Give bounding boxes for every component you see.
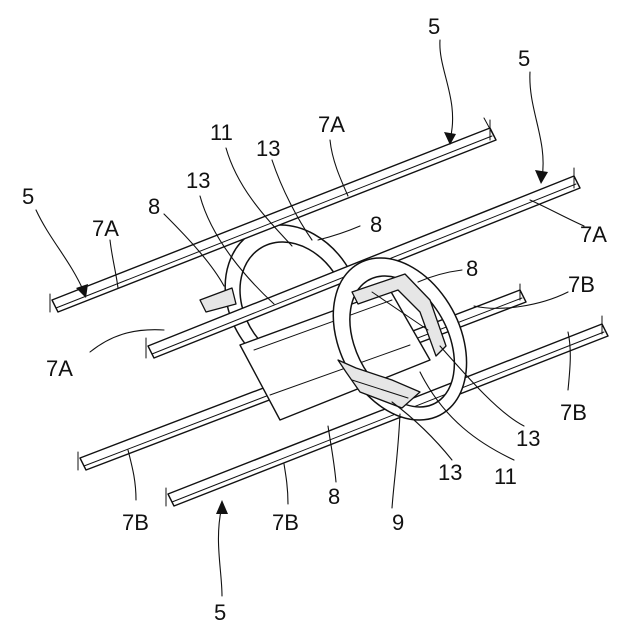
label-11-bottom: 11	[494, 464, 517, 489]
label-7b-left: 7B	[122, 510, 149, 535]
label-5-top-left: 5	[428, 14, 440, 39]
arrow-5-top-left	[440, 40, 456, 145]
label-5-top-right: 5	[518, 46, 530, 71]
label-9: 9	[392, 510, 404, 535]
label-13-bottom: 13	[438, 460, 462, 485]
label-5-bottom: 5	[214, 600, 226, 625]
label-13-right: 13	[516, 426, 540, 451]
label-7a-left: 7A	[92, 216, 119, 241]
arrow-5-bottom	[216, 500, 228, 596]
label-7a-right: 7A	[580, 222, 607, 247]
label-7b-bottom: 7B	[272, 510, 299, 535]
label-7a-top: 7A	[318, 112, 345, 137]
label-7b-upper-right: 7B	[568, 272, 595, 297]
label-5-left: 5	[22, 184, 34, 209]
label-8-bottom: 8	[328, 484, 340, 509]
label-8-left: 8	[148, 194, 160, 219]
label-8-right: 8	[466, 256, 478, 281]
label-7a-lower-left: 7A	[46, 356, 73, 381]
label-13-left: 13	[186, 168, 210, 193]
label-8-upper: 8	[370, 212, 382, 237]
label-7b-right: 7B	[560, 400, 587, 425]
arrow-5-top-right	[530, 72, 548, 184]
label-11-top: 11	[210, 120, 233, 145]
label-13-top: 13	[256, 136, 280, 161]
arrow-5-left	[36, 210, 88, 298]
